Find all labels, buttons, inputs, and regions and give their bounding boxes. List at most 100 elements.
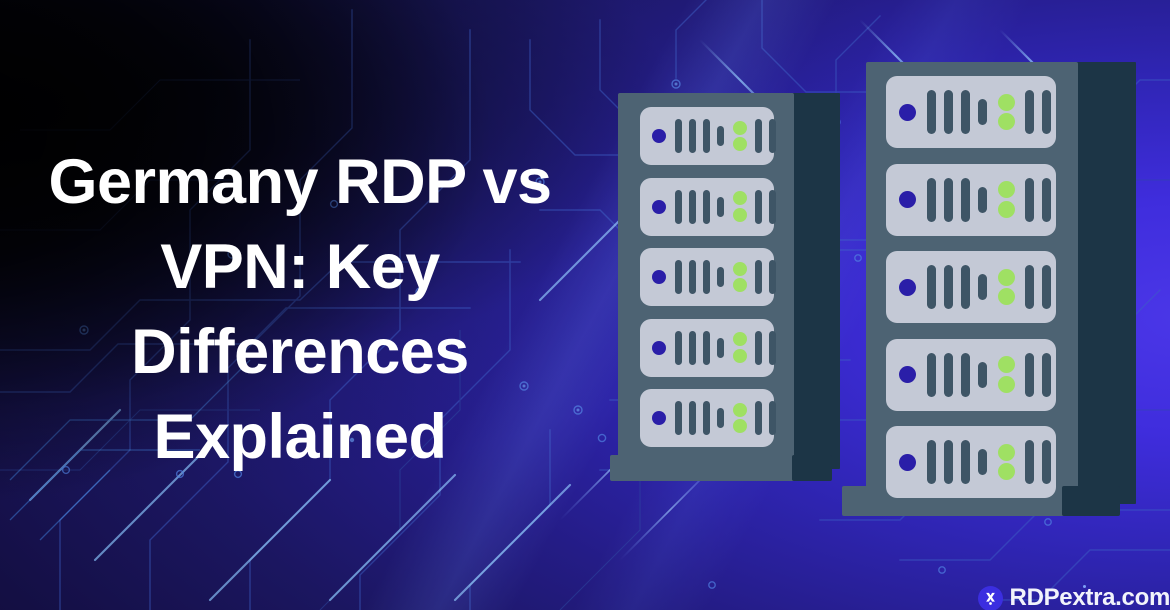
server-unit	[886, 251, 1056, 323]
logo-text: RDPextra.com	[1009, 584, 1170, 610]
drive-slot	[944, 440, 953, 484]
drive-slot-group	[674, 107, 724, 165]
site-logo[interactable]: RDPextra.com	[977, 584, 1170, 610]
server-unit	[886, 338, 1056, 411]
drive-slot	[702, 401, 710, 435]
drive-slot	[1024, 352, 1034, 397]
activity-led-green-icon	[733, 137, 748, 152]
drive-slot	[702, 260, 710, 294]
activity-led-group	[733, 248, 748, 306]
drive-slot-group	[754, 389, 777, 447]
drive-slot	[978, 186, 987, 213]
drive-slot-group	[754, 319, 777, 377]
server-unit	[886, 426, 1056, 498]
drive-slot	[674, 119, 682, 153]
activity-led-green-icon	[733, 402, 748, 417]
drive-slot	[674, 260, 682, 294]
drive-slot	[944, 177, 953, 222]
drive-slot	[1024, 265, 1034, 309]
activity-led-green-icon	[733, 278, 748, 293]
activity-led-group	[733, 389, 748, 447]
drive-slot	[944, 352, 953, 397]
server-unit	[640, 107, 777, 165]
x-badge-icon	[977, 585, 1003, 610]
activity-led-group	[733, 107, 748, 165]
drive-slot	[961, 265, 970, 309]
title-line-3: Differences	[131, 317, 469, 387]
page-title: Germany RDP vs VPN: Key Differences Expl…	[0, 140, 600, 480]
title-line-4: Explained	[153, 402, 447, 472]
activity-led-green-icon	[998, 443, 1016, 461]
activity-led-green-icon	[733, 261, 748, 276]
drive-slot-group	[674, 248, 724, 306]
drive-slot	[754, 189, 763, 224]
activity-led-green-icon	[733, 120, 748, 135]
drive-slot	[927, 177, 936, 222]
server-rack-right	[842, 62, 1136, 516]
title-line-2: VPN: Key	[160, 232, 440, 302]
drive-slot	[688, 330, 696, 365]
activity-led-green-icon	[998, 93, 1016, 111]
drive-slot-group	[927, 164, 987, 236]
drive-slot	[754, 260, 763, 294]
server-unit	[640, 318, 777, 377]
server-unit	[640, 177, 777, 236]
activity-led-group	[998, 426, 1016, 498]
activity-led-group	[998, 164, 1016, 236]
drive-slot-group	[674, 319, 724, 377]
status-led-blue-icon	[651, 129, 666, 143]
drive-slot	[768, 330, 777, 365]
drive-slot-group	[927, 426, 987, 498]
drive-slot	[961, 177, 970, 222]
status-led-blue-icon	[899, 453, 917, 471]
rack-base	[610, 455, 802, 481]
activity-led-green-icon	[733, 332, 748, 347]
rack-side-panel	[792, 93, 840, 469]
drive-slot-group	[1024, 76, 1051, 148]
status-led-blue-icon	[651, 411, 666, 425]
drive-slot-group	[1024, 339, 1051, 411]
drive-slot	[1041, 90, 1051, 134]
activity-led-green-icon	[998, 200, 1016, 218]
drive-slot-group	[674, 389, 724, 447]
server-rack-left	[610, 93, 840, 481]
drive-slot-group	[927, 76, 987, 148]
rack-side-panel	[1074, 62, 1136, 504]
drive-slot	[754, 401, 763, 435]
drive-slot	[1041, 177, 1051, 222]
drive-slot	[768, 401, 777, 435]
drive-slot	[768, 189, 777, 224]
drive-slot	[754, 330, 763, 365]
activity-led-green-icon	[733, 207, 748, 222]
activity-led-group	[998, 76, 1016, 148]
activity-led-green-icon	[733, 348, 748, 363]
drive-slot	[702, 330, 710, 365]
drive-slot	[716, 126, 724, 146]
drive-slot	[978, 274, 987, 300]
drive-slot	[1041, 265, 1051, 309]
drive-slot	[716, 196, 724, 217]
drive-slot	[1024, 440, 1034, 484]
drive-slot	[702, 119, 710, 153]
drive-slot	[702, 189, 710, 224]
status-led-blue-icon	[899, 366, 917, 383]
drive-slot	[978, 99, 987, 125]
status-led-blue-icon	[899, 191, 917, 208]
drive-slot	[674, 330, 682, 365]
activity-led-green-icon	[998, 268, 1016, 286]
activity-led-group	[998, 339, 1016, 411]
drive-slot	[754, 119, 763, 153]
drive-slot	[1024, 90, 1034, 134]
status-led-blue-icon	[651, 199, 666, 214]
drive-slot-group	[927, 339, 987, 411]
activity-led-green-icon	[998, 463, 1016, 481]
drive-slot-group	[1024, 251, 1051, 323]
drive-slot	[768, 260, 777, 294]
drive-slot	[768, 119, 777, 153]
server-unit	[640, 389, 777, 447]
drive-slot	[961, 440, 970, 484]
drive-slot	[716, 337, 724, 358]
drive-slot	[716, 267, 724, 287]
drive-slot	[688, 260, 696, 294]
